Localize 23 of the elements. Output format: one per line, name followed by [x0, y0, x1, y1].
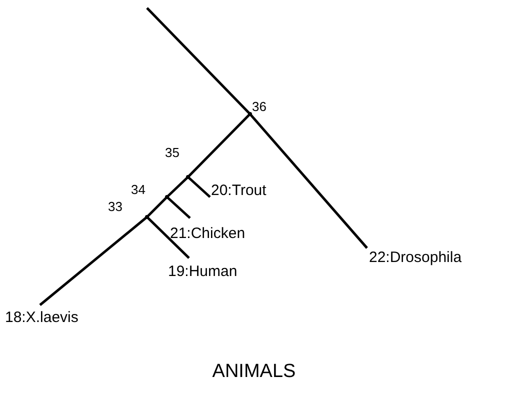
taxon-label: 21:Chicken [170, 226, 246, 241]
tree-branch [39, 216, 148, 306]
taxon-label: 22:Drosophila [369, 250, 462, 265]
node-number: 34 [131, 183, 146, 196]
taxon-label: 18:X.laevis [5, 310, 78, 325]
tree-branch [187, 176, 211, 198]
tree-branch [146, 216, 190, 259]
taxon-label: 19:Human [168, 264, 238, 279]
tree-branch [187, 113, 251, 178]
tree-branch [166, 176, 189, 198]
caption: ANIMALS [211, 362, 297, 382]
tree-branch [166, 196, 191, 219]
taxon-label: 20:Trout [211, 183, 266, 198]
branch-point [186, 175, 190, 179]
node-number: 36 [252, 100, 266, 113]
branch-point [145, 215, 149, 219]
node-number: 33 [108, 200, 122, 213]
branch-point [165, 195, 169, 199]
tree-branch [146, 7, 251, 115]
tree-branch [249, 113, 368, 249]
node-number: 35 [165, 146, 180, 159]
tree-branch [146, 196, 168, 218]
branch-point [248, 112, 252, 116]
